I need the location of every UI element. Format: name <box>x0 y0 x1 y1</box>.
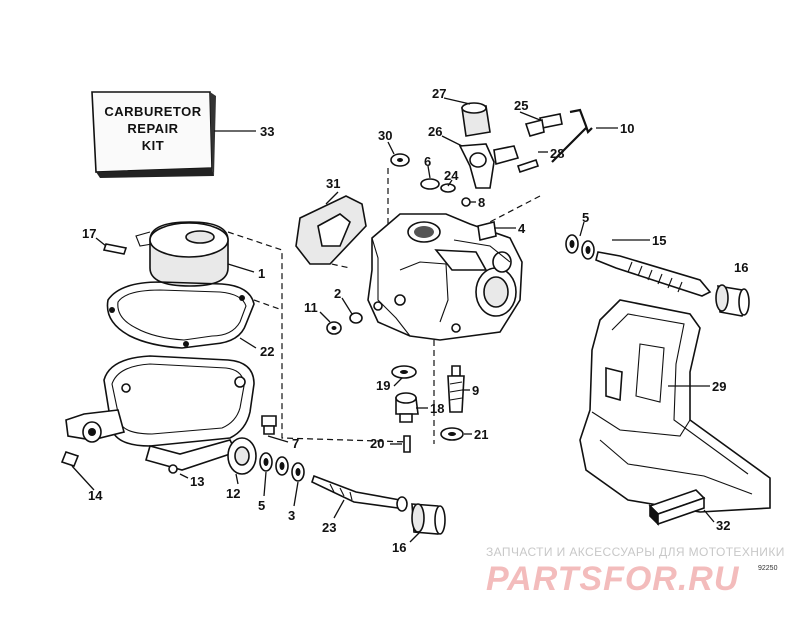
callout-26: 26 <box>428 124 442 139</box>
screw-7 <box>261 415 277 435</box>
callout-3: 3 <box>288 508 295 523</box>
callout-14: 14 <box>88 488 103 503</box>
callout-31: 31 <box>326 176 340 191</box>
screw-28 <box>516 158 540 174</box>
packing-washers-5-3 <box>259 452 305 482</box>
callout-16-upper: 16 <box>734 260 748 275</box>
callout-5-upper: 5 <box>582 210 589 225</box>
pin-17 <box>102 243 128 255</box>
callout-19: 19 <box>376 378 390 393</box>
nozzle-4 <box>477 221 497 241</box>
callout-29: 29 <box>712 379 726 394</box>
callout-5-lower: 5 <box>258 498 265 513</box>
throttle-lever-26 <box>458 143 520 189</box>
callout-8: 8 <box>478 195 485 210</box>
link-rod-10 <box>551 108 593 163</box>
callout-23: 23 <box>322 520 336 535</box>
callout-20: 20 <box>370 436 384 451</box>
watermark: ЗАПЧАСТИ И АКСЕССУАРЫ ДЛЯ МОТОТЕХНИКИ PA… <box>486 545 785 598</box>
callout-32: 32 <box>716 518 730 533</box>
callout-11: 11 <box>304 300 318 315</box>
ball-13 <box>168 464 178 474</box>
needle-valve-23 <box>311 474 408 512</box>
carburetor-body <box>367 213 523 341</box>
callout-12: 12 <box>226 486 240 501</box>
callout-17: 17 <box>82 226 96 241</box>
callout-7: 7 <box>292 436 299 451</box>
callout-25: 25 <box>514 98 528 113</box>
callout-28: 28 <box>550 146 564 161</box>
callout-9: 9 <box>472 383 479 398</box>
kit-label-line3: KIT <box>142 138 164 153</box>
callout-21: 21 <box>474 427 488 442</box>
screw-25 <box>524 113 563 137</box>
needle-seat-19 <box>391 365 417 379</box>
repair-kit-box: CARBURETOR REPAIR KIT <box>91 91 216 178</box>
washer-30 <box>390 153 410 167</box>
intake-silencer-29 <box>579 299 771 513</box>
needle-valve-assembly-18 <box>395 392 419 423</box>
cap-6 <box>420 178 440 190</box>
callout-22: 22 <box>260 344 274 359</box>
leader-lines <box>71 97 715 543</box>
washer-2-11 <box>326 312 363 335</box>
plug-14 <box>60 451 80 467</box>
ball-8 <box>461 197 471 207</box>
body-gasket-31 <box>295 195 367 265</box>
needle-valve-15 <box>595 251 712 297</box>
callout-18: 18 <box>430 401 444 416</box>
callout-27: 27 <box>432 86 446 101</box>
foam-strip-32 <box>648 489 706 526</box>
screw-9 <box>447 365 465 413</box>
callout-6: 6 <box>424 154 431 169</box>
callout-4: 4 <box>518 221 526 236</box>
callout-10: 10 <box>620 121 634 136</box>
callout-13: 13 <box>190 474 204 489</box>
callout-15: 15 <box>652 233 666 248</box>
plug-16-lower <box>411 503 446 535</box>
plug-16-upper <box>715 284 750 317</box>
spring-24 <box>440 183 456 193</box>
cap-27 <box>461 102 491 137</box>
kit-label-line2: REPAIR <box>127 121 178 136</box>
callout-24: 24 <box>444 168 459 183</box>
watermark-logo: PARTSFOR.RU <box>486 560 740 598</box>
float-bowl <box>65 355 257 475</box>
callout-2: 2 <box>334 286 341 301</box>
kit-label-line1: CARBURETOR <box>104 104 201 119</box>
watermark-tagline: ЗАПЧАСТИ И АКСЕССУАРЫ ДЛЯ МОТОТЕХНИКИ <box>486 545 785 559</box>
needle-20 <box>403 435 411 453</box>
callout-numbers: 33 1 17 22 12 13 14 7 5 3 23 16 11 2 31 … <box>82 86 748 555</box>
callout-30: 30 <box>378 128 392 143</box>
callout-33: 33 <box>260 124 274 139</box>
float-bowl-gasket <box>106 281 255 349</box>
figure-code: 92250 <box>758 565 778 572</box>
washer-21 <box>440 427 464 441</box>
callout-1: 1 <box>258 266 265 281</box>
packing-washers-5-right <box>565 234 595 260</box>
float-part <box>135 221 229 287</box>
callout-16-lower: 16 <box>392 540 406 555</box>
